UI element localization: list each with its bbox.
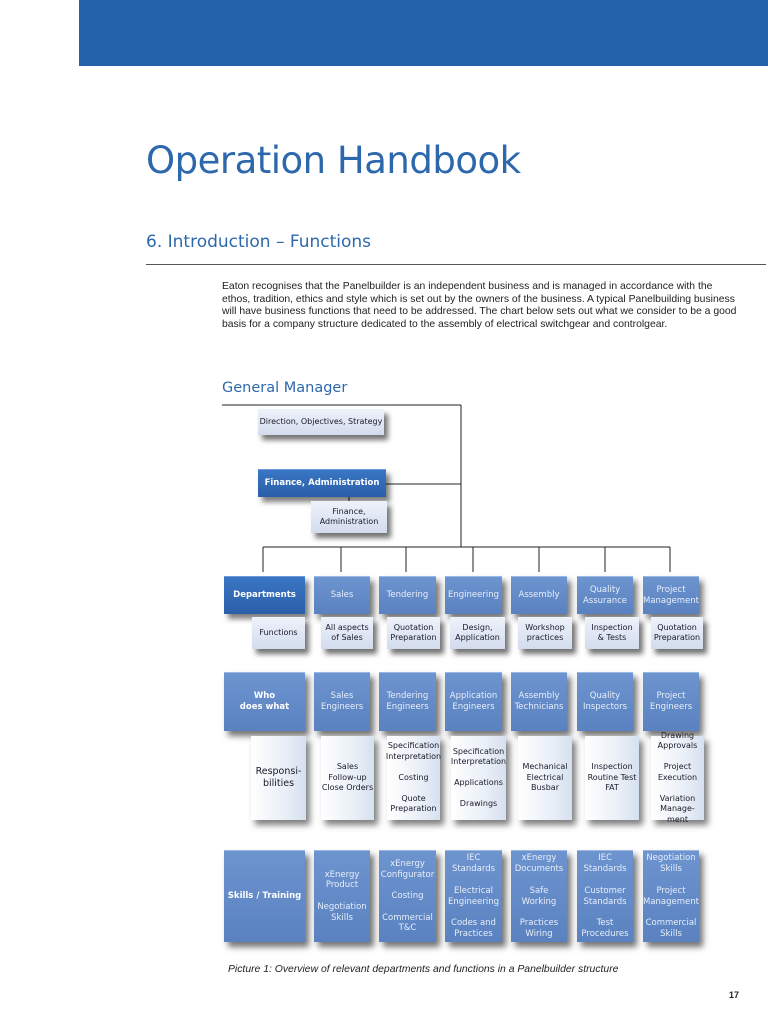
responsibilities-label: Responsi- bilities	[251, 736, 306, 820]
resp-project: Drawing Approvals Project Execution Vari…	[651, 731, 704, 824]
section-rule	[146, 264, 766, 265]
resp-engineering: Specification Interpretation Application…	[451, 736, 506, 820]
function-tendering: Quotation Preparation	[387, 617, 440, 649]
function-quality: Inspection & Tests	[585, 617, 639, 649]
dept-assembly: Assembly	[511, 576, 567, 614]
general-manager-label: General Manager	[222, 380, 348, 396]
function-sales: All aspects of Sales	[321, 617, 373, 649]
skills-tendering: xEnergy Configurator Costing Commercial …	[379, 850, 436, 942]
function-assembly: Workshop practices	[518, 617, 572, 649]
dept-tendering: Tendering	[379, 576, 436, 614]
skills-assembly: xEnergy Documents Safe Working Practices…	[511, 850, 567, 942]
function-engineering: Design, Application	[450, 617, 505, 649]
who-engineering: Application Engineers	[445, 672, 502, 731]
who-project: Project Engineers	[643, 672, 699, 731]
resp-quality: Inspection Routine Test FAT	[585, 736, 639, 820]
skills-engineering: IEC Standards Electrical Engineering Cod…	[445, 850, 502, 942]
dept-engineering: Engineering	[445, 576, 502, 614]
intro-paragraph: Eaton recognises that the Panelbuilder i…	[222, 281, 737, 330]
skills-project: Negotiation Skills Project Management Co…	[643, 850, 699, 942]
who-tendering: Tendering Engineers	[379, 672, 436, 731]
dept-sales: Sales	[314, 576, 370, 614]
resp-sales: Sales Follow-up Close Orders	[321, 736, 374, 820]
who-sales: Sales Engineers	[314, 672, 370, 731]
gm-objectives-box: Direction, Objectives, Strategy	[258, 409, 384, 435]
finance-header-box: Finance, Administration	[258, 469, 386, 497]
departments-label: Departments	[224, 576, 305, 614]
finance-admin-box: Finance, Administration	[311, 501, 387, 533]
functions-label: Functions	[252, 617, 305, 649]
who-does-what-label: Who does what	[224, 672, 305, 731]
section-heading: 6. Introduction – Functions	[146, 232, 372, 252]
skills-quality: IEC Standards Customer Standards Test Pr…	[577, 850, 633, 942]
resp-tendering: Specification Interpretation Costing Quo…	[386, 736, 441, 820]
dept-quality-assurance: Quality Assurance	[577, 576, 633, 614]
dept-project-management: Project Management	[643, 576, 699, 614]
who-assembly: Assembly Technicians	[511, 672, 567, 731]
skills-sales: xEnergy Product Negotiation Skills	[314, 850, 370, 942]
header-band	[79, 0, 768, 66]
figure-caption: Picture 1: Overview of relevant departme…	[228, 964, 619, 975]
page-number: 17	[729, 990, 740, 1000]
skills-training-label: Skills / Training	[224, 850, 305, 942]
resp-assembly: Mechanical Electrical Busbar	[518, 736, 572, 820]
who-quality: Quality Inspectors	[577, 672, 633, 731]
page-title: Operation Handbook	[146, 139, 521, 182]
function-project: Quotation Preparation	[651, 617, 703, 649]
